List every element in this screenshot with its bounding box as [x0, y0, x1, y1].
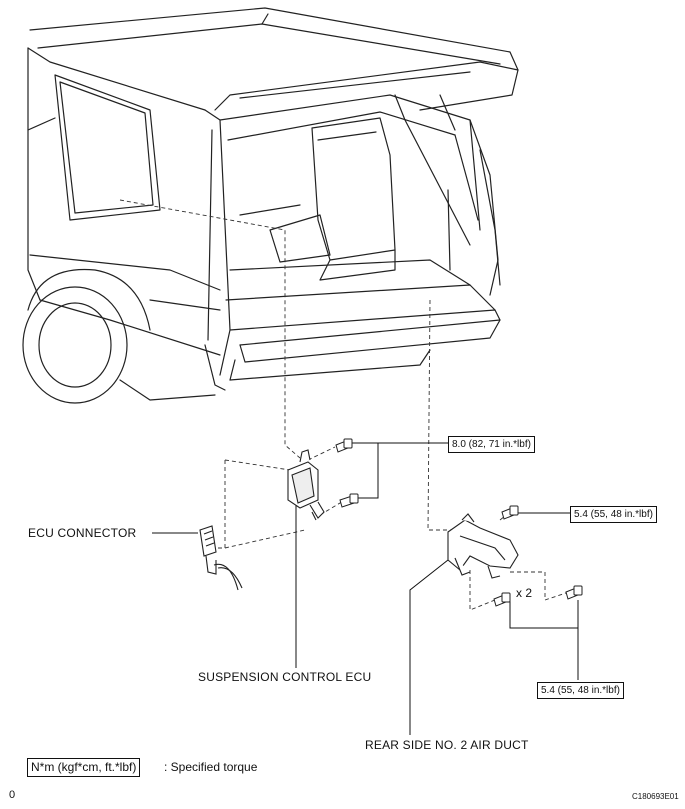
dashed-leader-lines [119, 199, 576, 611]
figure-code: C180693E01 [632, 792, 679, 801]
rear-side-air-duct-part [447, 513, 519, 579]
torque-spec-duct-lower-bolts: 5.4 (55, 48 in.*lbf) [537, 682, 624, 699]
ecu-connector-label: ECU CONNECTOR [28, 526, 137, 540]
legend-unit-box: N*m (kgf*cm, ft.*lbf) [27, 758, 141, 777]
page-mark: 0 [9, 789, 16, 801]
torque-spec-duct-upper-bolt: 5.4 (55, 48 in.*lbf) [570, 506, 657, 523]
ecu-connector-part [199, 525, 243, 591]
torque-spec-ecu-bolts: 8.0 (82, 71 in.*lbf) [448, 436, 535, 453]
vehicle-rear-body [22, 7, 519, 404]
suspension-control-ecu-label: SUSPENSION CONTROL ECU [198, 670, 372, 684]
ecu-bolt-icon [335, 438, 359, 508]
quantity-multiplier: x 2 [516, 586, 533, 600]
solid-leader-lines [152, 442, 579, 735]
suspension-control-ecu-part [287, 449, 325, 521]
duct-bolt-icon [493, 505, 583, 607]
legend-description: : Specified torque [164, 760, 258, 774]
rear-side-air-duct-label: REAR SIDE NO. 2 AIR DUCT [365, 738, 529, 752]
